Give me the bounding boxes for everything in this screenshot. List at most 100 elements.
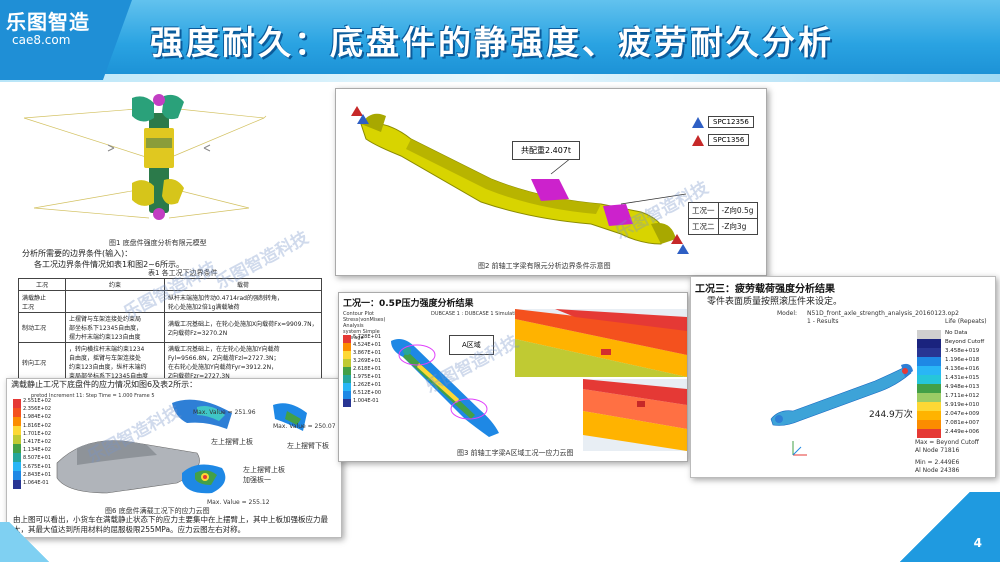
logo-text: 乐图智造 <box>6 10 90 34</box>
doc5-heading: 工况三：疲劳载荷强度分析结果 <box>695 284 835 295</box>
legend-value: 1.262E+01 <box>353 382 382 388</box>
stress-max-label-3: Max. Value = 255.12 <box>207 499 270 506</box>
fe-model-image <box>23 94 267 220</box>
axle-fatigue-image <box>770 363 913 426</box>
page-number: 4 <box>973 536 982 550</box>
results-label: 1 - Results <box>807 318 839 325</box>
legend-value: 2.551E+02 <box>23 398 52 404</box>
table1-caption: 表1 各工况下边界条件 <box>148 269 218 277</box>
part-label-lower-plate: 左上摆臂下板 <box>287 442 329 450</box>
legend-value: No Data <box>945 330 968 336</box>
legend-value: 6.512E+00 <box>353 390 382 396</box>
legend-value: 1.975E+01 <box>353 374 382 380</box>
axle-pressure-image <box>391 339 499 437</box>
mass-label: 共配重2.407t <box>512 141 581 160</box>
stress-max-label-2: Max. Value = 250.07 <box>273 423 336 430</box>
boundary-table: 工况 约束 载荷 满载静止 工况 纵杆末端施加传动0.4714rad的强制转角，… <box>18 278 322 382</box>
life-label: 244.9万次 <box>869 410 913 420</box>
table-cell: -Z向3g <box>717 218 758 235</box>
table-cell: 满载工况基础上，在轮心处施加X向载荷Fx=9909.7N， Z向载荷Fz=327… <box>164 312 322 343</box>
spc-blue-marker-icon <box>692 117 704 128</box>
legend-value: 1.701E+02 <box>23 430 52 437</box>
legend-value: 5.919e+010 <box>945 402 980 408</box>
legend-value: 1.984E+02 <box>23 414 52 421</box>
header-banner <box>0 0 1000 80</box>
legend-value: Beyond Cutoff <box>945 339 985 345</box>
max-node: Al Node 71816 <box>915 447 960 454</box>
legend-value: 1.431e+015 <box>945 375 980 381</box>
legend-value: 2.356E+02 <box>23 406 52 413</box>
pressure-legend-bar <box>343 335 351 407</box>
region-a-detail-2 <box>583 379 687 451</box>
part-label-reinforcement: 左上摆臂上板加强板一 <box>243 466 285 484</box>
legend-value: 4.948e+013 <box>945 384 980 390</box>
table-cell: 制动工况 <box>18 312 66 343</box>
legend-value: 1.711e+012 <box>945 393 980 399</box>
legend-value: 1.134E+02 <box>23 447 52 454</box>
table-row: 制动工况 上摆臂与车架连接处约束局 部坐标系下12345自由度， 摆力杆末端约束… <box>18 312 322 343</box>
stress-max-label-1: Max. Value = 251.96 <box>193 409 256 416</box>
chassis-stress-image <box>56 399 307 494</box>
spc-label-1: SPC12356 <box>708 116 754 128</box>
doc-axle-boundary: 共配重2.407t SPC12356 SPC1356 工况一 -Z向0.5g 工… <box>335 88 767 276</box>
table-cell: 满载工况基础上，在左轮心处施加Y向载荷 Fyl=9566.8N，Z向载荷Fzl=… <box>164 342 322 382</box>
table-cell: 纵杆末端施加传动0.4714rad的强制转角， 轮心处施加2倍1g满载轴荷 <box>164 290 322 313</box>
corner-decoration-left <box>0 522 70 562</box>
min-label: Min = 2.449E6 <box>915 459 960 466</box>
fig6-caption: 图6 底盘件满载工况下的应力云图 <box>105 507 210 515</box>
doc-fatigue-analysis: 工况三：疲劳载荷强度分析结果 零件表面质量按照滚压件来设定。 Model: N5… <box>690 276 996 478</box>
legend-value: 5.675E+01 <box>23 463 52 470</box>
table-cell: 工况二 <box>688 218 719 235</box>
axle-fe-image <box>351 106 689 254</box>
fatigue-legend-bar <box>917 330 941 438</box>
slide-title: 强度耐久：底盘件的静强度、疲劳耐久分析 <box>150 23 834 62</box>
legend-value: 8.507E+01 <box>23 455 52 462</box>
legend-value: 1.816E+02 <box>23 422 52 429</box>
table-row: 工况一 -Z向0.5g <box>688 202 758 219</box>
fig1-caption: 图1 底盘件强度分析有限元模型 <box>109 239 207 247</box>
table-cell: ，转向横拉杆末端约束1234 自由度，摇臂与车架连接处 约束123自由度，纵杆末… <box>65 342 165 382</box>
stress-legend-bar <box>13 399 21 489</box>
doc-boundary-conditions: 图1 底盘件强度分析有限元模型 分析所需要的边界条件(输入)： 各工况边界条件情… <box>14 88 326 383</box>
load-case-table: 工况一 -Z向0.5g 工况二 -Z向3g <box>688 202 758 235</box>
doc4-info: DUBCASE 1 : DUBCASE 1 Simulation 1 Frame… <box>431 311 549 317</box>
header-stripe <box>0 74 1000 82</box>
part-label-upper-plate: 左上摆臂上板 <box>211 438 253 446</box>
doc3-paragraph: 由上图可以看出，小货车在满载静止状态下的应力主要集中在上摆臂上，其中上板加强板应… <box>13 515 328 534</box>
legend-value: 2.449e+006 <box>945 429 980 435</box>
spc-red-marker-icon <box>692 135 704 146</box>
legend-value: 1.064E-01 <box>23 480 49 486</box>
legend-value: 1.004E-01 <box>353 398 379 404</box>
model-label: Model: <box>777 310 798 317</box>
doc3-legend-title: pretod Increment 11: Step Time = 1.000 F… <box>31 393 155 399</box>
table-cell: 转向工况 <box>18 342 66 382</box>
legend-value: 2.618E+01 <box>353 366 382 372</box>
region-a-detail-1 <box>515 309 687 377</box>
doc-pressure-analysis: 工况一：0.5P压力强度分析结果 Contour Plot Stress(von… <box>338 292 688 462</box>
legend-value: 1.196e+018 <box>945 357 980 363</box>
legend-value: 3.458e+019 <box>945 348 980 354</box>
fig2-caption: 图2 前轴工字梁有限元分析边界条件示意图 <box>478 262 611 270</box>
table-header: 工况 <box>18 278 66 291</box>
legend-value: 3.867E+01 <box>353 350 382 356</box>
table-cell: -Z向0.5g <box>717 202 758 219</box>
doc5-subtext: 零件表面质量按照滚压件来设定。 <box>707 297 843 307</box>
table-cell: 满载静止 工况 <box>18 290 66 313</box>
doc1-line1: 分析所需要的边界条件(输入)： <box>22 249 133 258</box>
legend-value: 4.136e+016 <box>945 366 980 372</box>
table-cell: 上摆臂与车架连接处约束局 部坐标系下12345自由度， 摆力杆末端约束123自由… <box>65 312 165 343</box>
legend-value: 3.269E+01 <box>353 358 382 364</box>
doc1-line2: 各工况边界条件情况如表1和图2~6所示。 <box>34 260 184 269</box>
table-row: 工况二 -Z向3g <box>688 218 758 235</box>
min-node: Al Node 24386 <box>915 467 960 474</box>
legend-value: 5.728E+01 <box>353 334 382 340</box>
legend-value: 2.843E+01 <box>23 471 52 478</box>
region-a-label: A区域 <box>449 335 494 355</box>
table-row: 转向工况 ，转向横拉杆末端约束1234 自由度，摇臂与车架连接处 约束123自由… <box>18 342 322 382</box>
doc4-heading: 工况一：0.5P压力强度分析结果 <box>343 299 474 309</box>
max-label: Max = Beyond Cutoff <box>915 439 979 446</box>
fig3-caption: 图3 前轴工字梁A区域工况一应力云图 <box>457 449 574 457</box>
legend-value: 2.047e+009 <box>945 411 980 417</box>
logo-url: cae8.com <box>12 33 71 47</box>
legend-value: 1.417E+02 <box>23 439 52 445</box>
